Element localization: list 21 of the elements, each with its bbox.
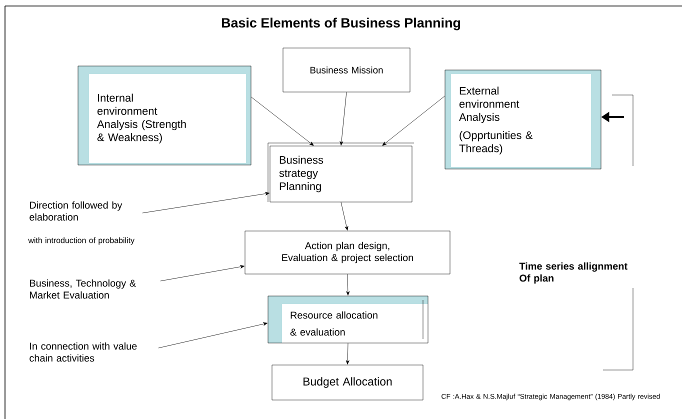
arrow <box>346 343 350 364</box>
arrow <box>142 192 270 214</box>
arrow <box>346 274 350 296</box>
bracket-label: Time series allignment Of plan <box>519 262 628 284</box>
title: Basic Elements of Business Planning <box>222 18 460 30</box>
process-box: Resource allocation & evaluation <box>268 296 428 344</box>
arrow <box>340 92 347 146</box>
note-text: Business, Technology & Market Evaluation <box>30 279 136 299</box>
analysis-box: Internal environment Analysis (Strength & Weakness) <box>78 66 252 166</box>
arrow <box>251 96 314 146</box>
process-box: Business Mission <box>282 48 410 92</box>
process-box: Action plan design, Evaluation & project selection <box>244 230 450 274</box>
arrow <box>382 96 445 146</box>
arrow <box>160 265 244 282</box>
note-text: Direction followed by elaboration <box>30 201 122 221</box>
analysis-box: External environment Analysis (Opprtunities & Threads) <box>444 70 602 170</box>
note-text: In connection with value chain activities <box>30 342 137 362</box>
arrow <box>158 322 268 348</box>
process-box: Budget Allocation <box>272 364 424 400</box>
process-box: Business strategy Planning <box>268 142 414 202</box>
arrow <box>340 202 348 230</box>
